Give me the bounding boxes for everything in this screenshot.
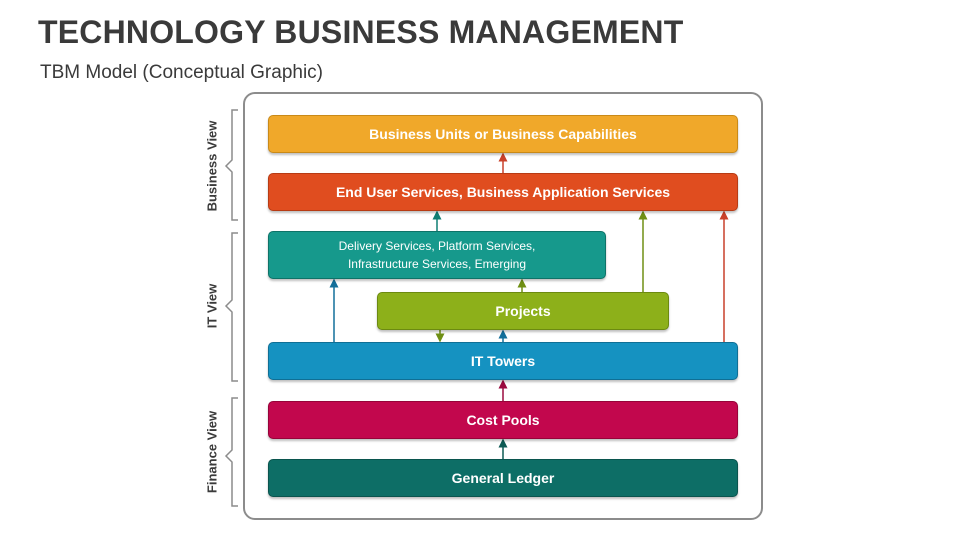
cost-pools-box: Cost Pools <box>268 401 738 439</box>
page-subtitle: TBM Model (Conceptual Graphic) <box>40 62 323 83</box>
it-view-label: IT View <box>204 283 220 329</box>
it-view-bracket <box>224 232 238 382</box>
projects-box: Projects <box>377 292 669 330</box>
delivery-services-label-line1: Delivery Services, Platform Services, <box>338 239 536 253</box>
end-user-services-box: End User Services, Business Application … <box>268 173 738 211</box>
it-towers-box: IT Towers <box>268 342 738 380</box>
delivery-services-box: Delivery Services, Platform Services, In… <box>268 231 606 279</box>
business-view-bracket <box>224 109 238 221</box>
it-towers-label: IT Towers <box>470 353 536 369</box>
business-view-label: Business View <box>204 120 220 212</box>
general-ledger-box: General Ledger <box>268 459 738 497</box>
projects-label: Projects <box>495 303 551 319</box>
finance-view-label: Finance View <box>204 410 220 494</box>
general-ledger-label: General Ledger <box>451 470 555 486</box>
finance-view-bracket <box>224 397 238 507</box>
business-units-box: Business Units or Business Capabilities <box>268 115 738 153</box>
page-title: TECHNOLOGY BUSINESS MANAGEMENT <box>38 14 684 50</box>
delivery-services-label-line2: Infrastructure Services, Emerging <box>347 257 527 271</box>
cost-pools-label: Cost Pools <box>466 412 540 428</box>
business-units-label: Business Units or Business Capabilities <box>369 126 637 142</box>
end-user-services-label: End User Services, Business Application … <box>335 184 671 200</box>
